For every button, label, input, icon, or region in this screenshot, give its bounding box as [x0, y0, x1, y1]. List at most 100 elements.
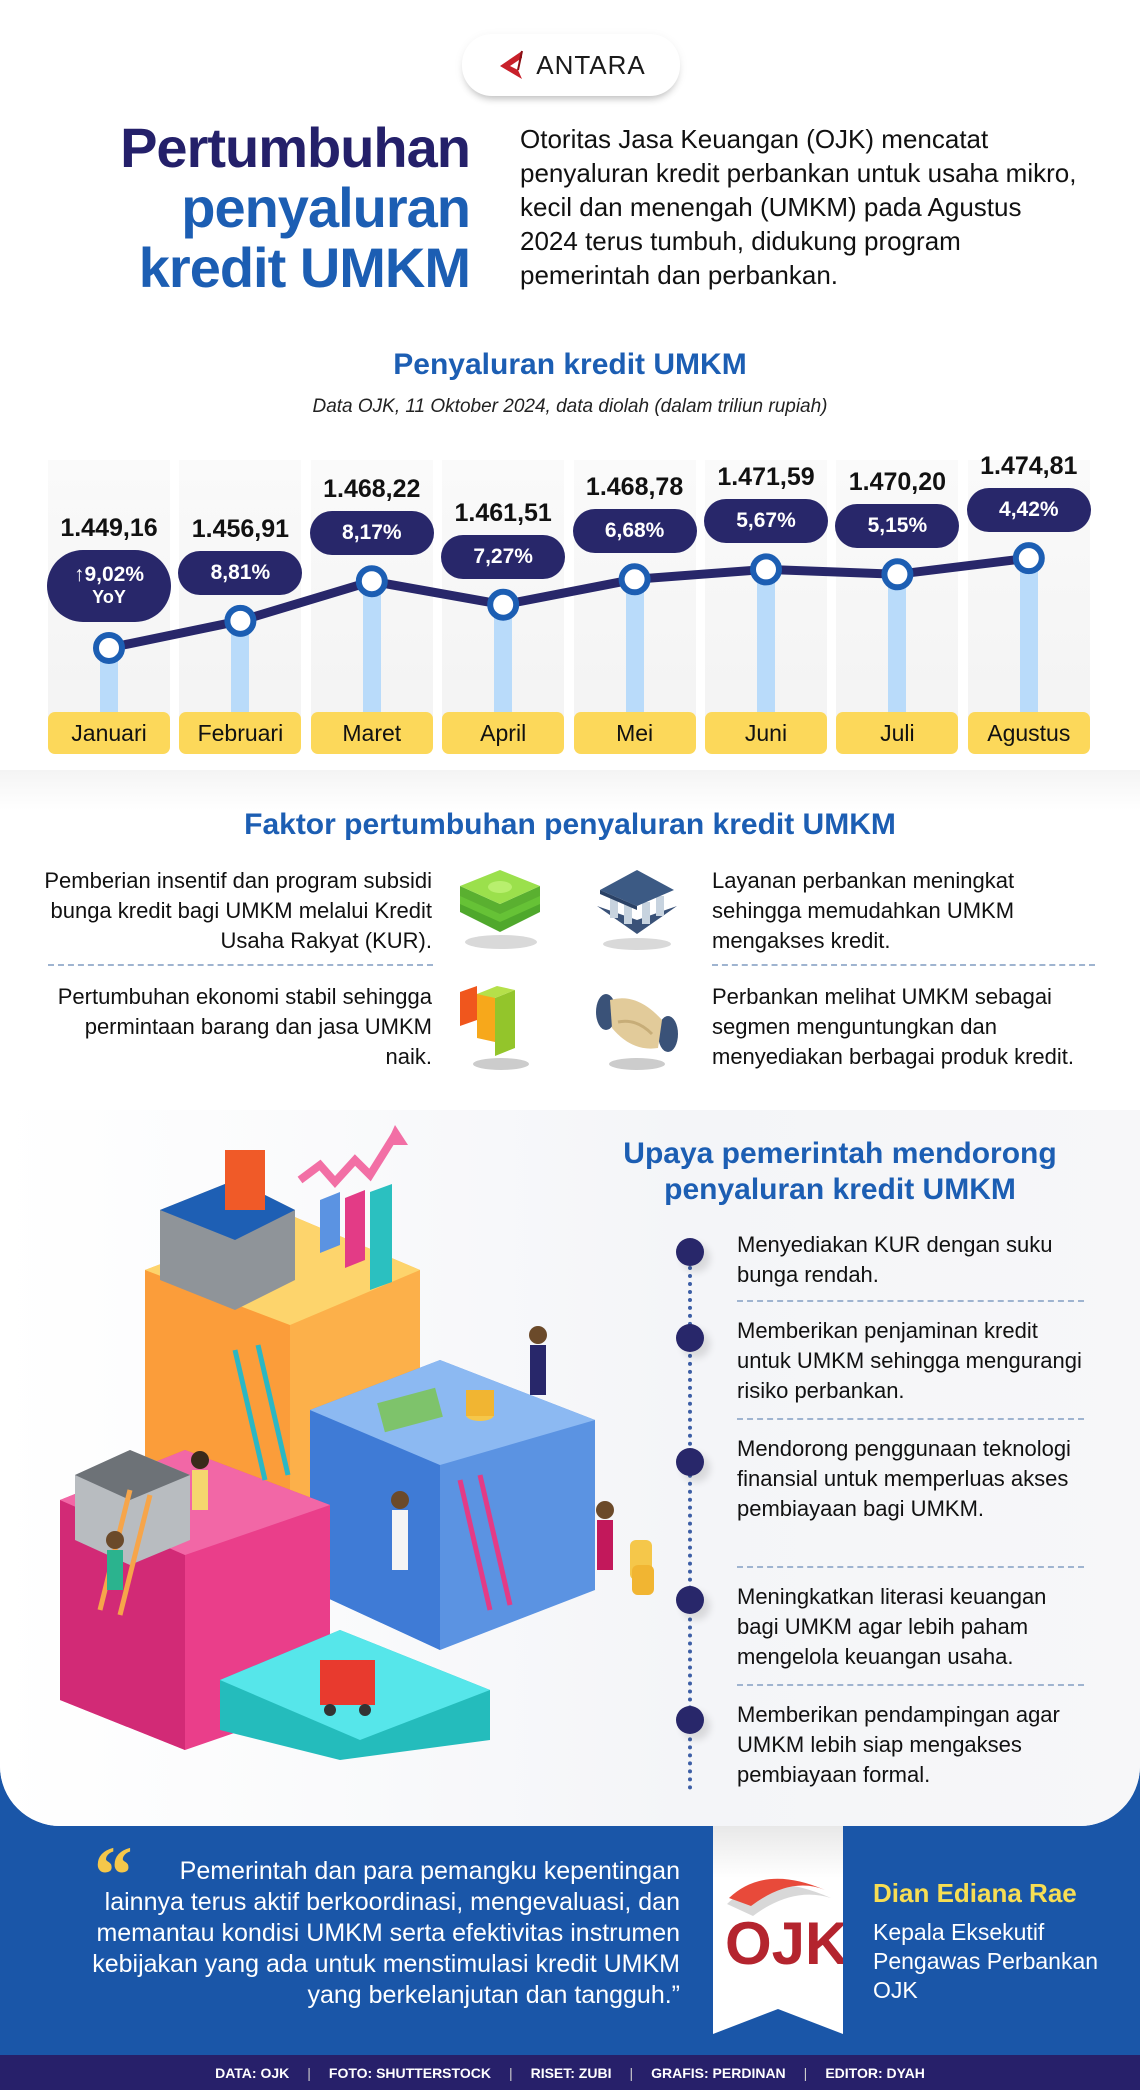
credit-graphics: GRAFIS: PERDINAN — [651, 2064, 786, 2081]
divider-dashed — [737, 1300, 1084, 1302]
divider-dashed — [737, 1418, 1084, 1420]
credit-trend-line — [93, 542, 1045, 664]
growth-value: ↑9,02% — [73, 562, 145, 586]
x-axis-label: April — [442, 712, 565, 754]
chart-stem — [1019, 558, 1038, 712]
credit-research: RISET: ZUBI — [530, 2064, 612, 2081]
separator: | — [629, 2064, 634, 2081]
page-title: Pertumbuhan penyaluran kredit UMKM — [40, 116, 471, 299]
credit-data: DATA: OJK — [215, 2064, 290, 2081]
chart-stem — [625, 579, 644, 712]
upaya-item: Memberikan pendampingan agar UMKM lebih … — [737, 1702, 1060, 1787]
growth-value: 7,27% — [473, 544, 533, 568]
divider-dashed — [737, 1566, 1084, 1568]
data-point-marker — [224, 604, 257, 637]
separator: | — [307, 2064, 311, 2081]
chart-stem — [231, 620, 250, 712]
quote-mark-icon: “ — [90, 1829, 131, 1920]
data-value-label: 1.470,20 — [848, 468, 947, 497]
speaker-role: Kepala Eksekutif Pengawas Perbankan OJK — [873, 1919, 1099, 2003]
growth-value: 8,17% — [342, 521, 402, 545]
upaya-item: Menyediakan KUR dengan suku bunga rendah… — [737, 1232, 1053, 1287]
title-line-1: Pertumbuhan — [120, 116, 471, 179]
separator: | — [508, 2064, 513, 2081]
timeline-dot — [676, 1706, 704, 1734]
quote-text: Pemerintah dan para pemangku kepentingan… — [40, 1856, 680, 2011]
growth-value: 4,42% — [999, 498, 1059, 522]
data-point-marker — [93, 631, 125, 664]
handshake-icon — [592, 982, 682, 1072]
growth-badge: 5,67% — [704, 499, 828, 544]
factors-title: Faktor pertumbuhan penyaluran kredit UMK… — [244, 808, 896, 841]
antara-logo: ANTARA — [462, 34, 680, 96]
x-axis-label: Januari — [48, 712, 170, 754]
data-value-label: 1.468,78 — [585, 473, 684, 502]
chart-title: Penyaluran kredit UMKM — [393, 348, 747, 381]
growth-badge: 8,81% — [178, 550, 303, 595]
data-value-label: 1.456,91 — [191, 514, 290, 543]
ojk-logo-icon: OJK — [725, 1878, 843, 1977]
chart-subtitle: Data OJK, 11 Oktober 2024, data diolah (… — [312, 396, 828, 417]
timeline-dot — [676, 1448, 704, 1476]
chart-stem — [494, 604, 513, 712]
factor-item: Layanan perbankan meningkat sehingga mem… — [712, 868, 1015, 953]
title-line-3: kredit UMKM — [138, 236, 471, 299]
factor-item: Pemberian insentif dan program subsidi b… — [44, 868, 432, 953]
upaya-item: Memberikan penjaminan kredit untuk UMKM … — [737, 1318, 1082, 1403]
intro-paragraph: Otoritas Jasa Keuangan (OJK) mencatat pe… — [520, 124, 1077, 290]
x-axis-label: Agustus — [967, 712, 1090, 754]
growth-badge: ↑9,02%YoY — [47, 549, 171, 622]
chart-stem — [757, 569, 775, 712]
data-point-marker — [881, 558, 914, 591]
separator: | — [803, 2064, 808, 2081]
growth-badge: 8,17% — [309, 511, 434, 556]
credits-bar: DATA: OJK| FOTO: SHUTTERSTOCK| RISET: ZU… — [0, 2055, 1140, 2090]
data-point-marker — [487, 588, 520, 621]
timeline-dot — [676, 1586, 704, 1614]
timeline-dot — [676, 1324, 704, 1352]
timeline-line — [688, 1250, 692, 1790]
data-value-label: 1.474,81 — [980, 452, 1078, 481]
growth-value: 5,67% — [736, 509, 796, 533]
x-axis-label: Juli — [836, 712, 959, 754]
data-point-marker — [750, 553, 782, 586]
x-axis-label: Februari — [179, 712, 302, 754]
data-point-marker — [355, 565, 388, 598]
growth-value: 8,81% — [210, 560, 271, 584]
data-value-label: 1.461,51 — [454, 498, 552, 527]
quote-body: Pemerintah dan para pemangku kepentingan… — [92, 1857, 680, 2009]
x-axis-label: Mei — [573, 712, 696, 754]
title-line-2: penyaluran — [181, 176, 471, 239]
upaya-title: Upaya pemerintah mendorong penyaluran kr… — [623, 1137, 1057, 1206]
upaya-item: Meningkatkan literasi keuangan bagi UMKM… — [737, 1584, 1047, 1669]
chart-stem — [362, 581, 381, 712]
timeline-dot — [676, 1238, 704, 1266]
section-divider — [0, 770, 1140, 810]
data-value-label: 1.468,22 — [323, 475, 421, 504]
growth-value: 6,68% — [604, 519, 665, 543]
yoy-label: YoY — [92, 586, 126, 607]
ojk-ribbon: OJK — [713, 1826, 843, 2034]
data-point-marker — [618, 563, 651, 596]
credit-editor: EDITOR: DYAH — [825, 2064, 925, 2081]
bank-building-icon — [592, 862, 682, 952]
antara-mark-icon — [500, 50, 524, 79]
x-axis-label: Maret — [310, 712, 433, 754]
infographic-page: ANTARA Pertumbuhan penyaluran kredit UMK… — [0, 0, 1140, 1826]
ojk-logo-text: OJK — [725, 1910, 843, 1977]
data-value-label: 1.471,59 — [717, 463, 815, 492]
data-point-marker — [1012, 542, 1045, 575]
growth-badge: 6,68% — [572, 509, 697, 554]
factor-item: Perbankan melihat UMKM sebagai segmen me… — [712, 984, 1075, 1069]
growth-value: 5,15% — [867, 514, 928, 538]
divider-dashed — [712, 964, 1095, 966]
chart-stem — [888, 574, 907, 712]
growth-badge: 4,42% — [966, 488, 1091, 533]
isometric-business-illustration — [20, 1120, 660, 1760]
factor-item: Pertumbuhan ekonomi stabil sehingga perm… — [57, 984, 432, 1069]
x-axis-label: Juni — [705, 712, 827, 754]
growth-badge: 5,15% — [835, 504, 960, 549]
divider-dashed — [48, 964, 433, 966]
speaker-name: Dian Ediana Rae — [873, 1878, 1077, 1908]
